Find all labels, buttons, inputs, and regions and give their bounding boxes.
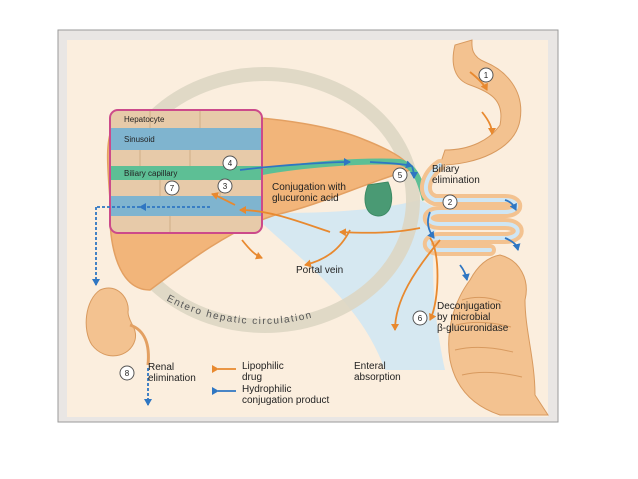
step-2-marker: 2	[442, 194, 458, 210]
bile-duct	[261, 158, 428, 201]
step-3-marker: 3	[217, 178, 233, 194]
svg-text:6: 6	[418, 314, 423, 323]
svg-text:4: 4	[228, 159, 233, 168]
deconjugation-label: Deconjugation by microbial β-glucuronida…	[437, 301, 509, 334]
biliary-elimination-label: Biliary elimination	[432, 164, 480, 186]
legend: Lipophilic drug Hydrophilic conjugation …	[212, 361, 330, 406]
inset-sinusoid-label: Sinusoid	[124, 135, 155, 144]
svg-text:8: 8	[125, 369, 130, 378]
renal-elimination-label: Renal elimination	[148, 362, 196, 384]
inset-border	[109, 109, 263, 234]
colon	[448, 254, 549, 416]
legend-hydrophilic-label: Hydrophilic conjugation product	[242, 384, 330, 406]
step-5-marker: 5	[392, 167, 408, 183]
step-markers: 1 2 3 4 5 6 7 8	[119, 67, 494, 381]
inset-biliary-capillary-label: Biliary capillary	[124, 169, 177, 178]
step-8-marker: 8	[119, 365, 135, 381]
lipophilic-arrows	[211, 71, 496, 331]
ureter	[129, 323, 150, 366]
hydrophilic-arrows	[92, 158, 521, 406]
step-6-marker: 6	[412, 310, 428, 326]
svg-text:2: 2	[448, 198, 453, 207]
hepatocyte-inset	[110, 110, 262, 233]
inset-hepatocyte-label: Hepatocyte	[124, 115, 165, 124]
portal-vein-label: Portal vein	[296, 265, 343, 276]
kidney	[85, 287, 137, 357]
step-1-marker: 1	[478, 67, 494, 83]
svg-text:3: 3	[223, 182, 228, 191]
svg-text:7: 7	[170, 184, 175, 193]
gallbladder	[364, 181, 393, 217]
enteral-absorption-label: Enteral absorption	[354, 361, 401, 383]
legend-lipophilic-label: Lipophilic drug	[242, 361, 286, 383]
conjugation-label: Conjugation with glucuronic acid	[272, 182, 349, 204]
step-4-marker: 4	[222, 155, 238, 171]
step-7-marker: 7	[164, 180, 180, 196]
svg-text:5: 5	[398, 171, 403, 180]
svg-text:1: 1	[484, 71, 489, 80]
